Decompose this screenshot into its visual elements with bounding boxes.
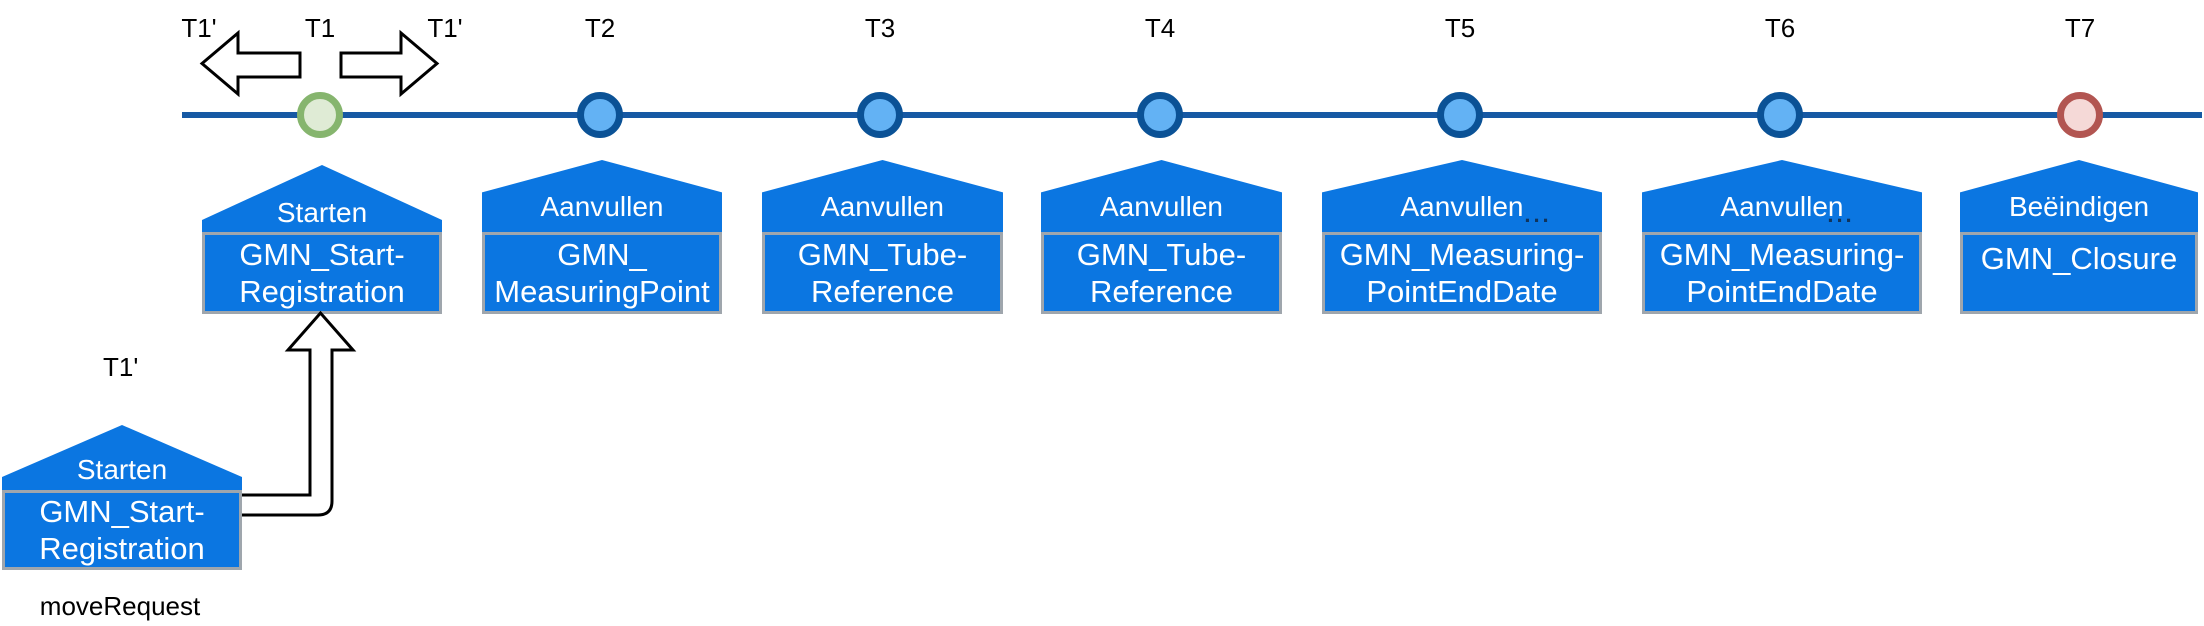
milestone-circle-t5 [1437, 92, 1483, 138]
house-roof: Aanvullen [1322, 160, 1602, 232]
label-t4: T4 [1144, 13, 1176, 43]
roof-label: Aanvullen [1100, 191, 1223, 222]
roof-label: Aanvullen [1720, 191, 1844, 222]
roof-label: Aanvullen [821, 191, 944, 222]
milestone-circle-t1-start [297, 92, 343, 138]
house-roof: Starten [2, 425, 242, 490]
house-body: GMN_Tube- Reference [1041, 232, 1282, 314]
label-t3: T3 [864, 13, 896, 43]
milestone-circle-t7-end [2057, 92, 2103, 138]
event-house-t4: Aanvullen GMN_Tube- Reference [1041, 0, 1282, 320]
house-roof: Beëindigen [1960, 160, 2198, 232]
roof-label: Starten [76, 454, 168, 485]
body-line2: PointEndDate [1366, 274, 1558, 309]
milestone-circle-t2 [577, 92, 623, 138]
house-body: GMN_Measuring- PointEndDate [1642, 232, 1922, 314]
house-body: GMN_ MeasuringPoint [482, 232, 722, 314]
move-request-caption: moveRequest [39, 591, 201, 621]
body-line2: Registration [39, 531, 205, 566]
label-t5: T5 [1444, 13, 1476, 43]
body-line1: GMN_Measuring- [1339, 237, 1585, 272]
roof-label: Aanvullen [540, 191, 664, 222]
house-roof: Aanvullen [1642, 160, 1922, 232]
overflow-ellipsis-t6: ... [1827, 202, 1855, 227]
body-line1: GMN_Closure [1980, 241, 2178, 276]
milestone-circle-t3 [857, 92, 903, 138]
event-house-t3: Aanvullen GMN_Tube- Reference [762, 0, 1003, 320]
milestone-circle-t6 [1757, 92, 1803, 138]
house-body: GMN_Start- Registration [2, 490, 242, 570]
roof-label: Aanvullen [1400, 191, 1524, 222]
event-house-t7: Beëindigen GMN_Closure [1960, 0, 2198, 320]
roof-label: Starten [276, 197, 368, 228]
label-t6: T6 [1764, 13, 1796, 43]
overflow-ellipsis-t5: ... [1524, 202, 1552, 227]
body-line1: GMN_ [557, 237, 647, 272]
body-line2: PointEndDate [1686, 274, 1878, 309]
body-line2: Reference [1089, 274, 1234, 309]
body-line1: GMN_Tube- [1076, 237, 1247, 272]
move-request-bent-arrow [242, 310, 357, 517]
label-t1-prime-detached: T1' [103, 352, 139, 382]
body-line1: GMN_Start- [239, 237, 405, 272]
house-roof: Aanvullen [1041, 160, 1282, 232]
house-roof: Aanvullen [762, 160, 1003, 232]
event-house-t1: Starten GMN_Start- Registration [202, 0, 442, 320]
body-line1: GMN_Start- [39, 494, 205, 529]
body-line2: Reference [810, 274, 955, 309]
event-house-move-request: Starten GMN_Start- Registration [2, 0, 242, 570]
event-house-t6: Aanvullen GMN_Measuring- PointEndDate [1642, 0, 1922, 320]
house-roof: Aanvullen [482, 160, 722, 232]
label-t1: T1 [304, 13, 336, 43]
milestone-circle-t4 [1137, 92, 1183, 138]
house-body: GMN_Start- Registration [202, 232, 442, 314]
house-body: GMN_Closure [1960, 232, 2198, 314]
label-t2: T2 [584, 13, 616, 43]
timeline-line [182, 112, 2202, 118]
body-line1: GMN_Measuring- [1659, 237, 1905, 272]
body-line2: Registration [239, 274, 405, 309]
body-line1: GMN_Tube- [797, 237, 968, 272]
event-house-t5: Aanvullen GMN_Measuring- PointEndDate [1322, 0, 1602, 320]
label-t7: T7 [2064, 13, 2096, 43]
event-house-t2: Aanvullen GMN_ MeasuringPoint [482, 0, 722, 320]
roof-label: Beëindigen [2008, 191, 2150, 222]
body-line2: MeasuringPoint [494, 274, 710, 309]
house-body: GMN_Measuring- PointEndDate [1322, 232, 1602, 314]
house-body: GMN_Tube- Reference [762, 232, 1003, 314]
